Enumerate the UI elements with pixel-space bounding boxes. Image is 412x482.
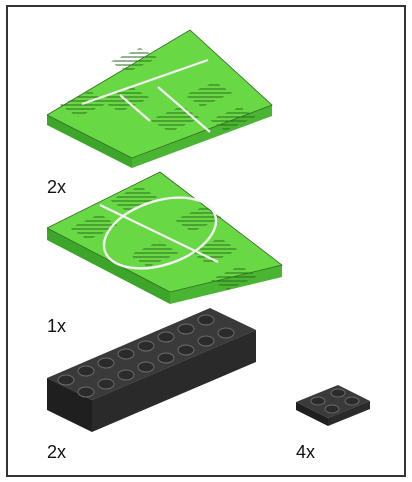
quantity-label-plate-2x2: 4x <box>296 442 315 463</box>
black-brick-2x8-icon <box>47 308 256 432</box>
quantity-label-tile-lines: 2x <box>47 177 66 198</box>
black-plate-2x2-icon <box>296 385 370 426</box>
quantity-label-tile-circle: 1x <box>47 316 66 337</box>
green-field-tile-center-circle-icon <box>47 172 282 304</box>
quantity-label-brick-2x8: 2x <box>47 442 66 463</box>
green-field-tile-lines-icon <box>47 30 272 168</box>
